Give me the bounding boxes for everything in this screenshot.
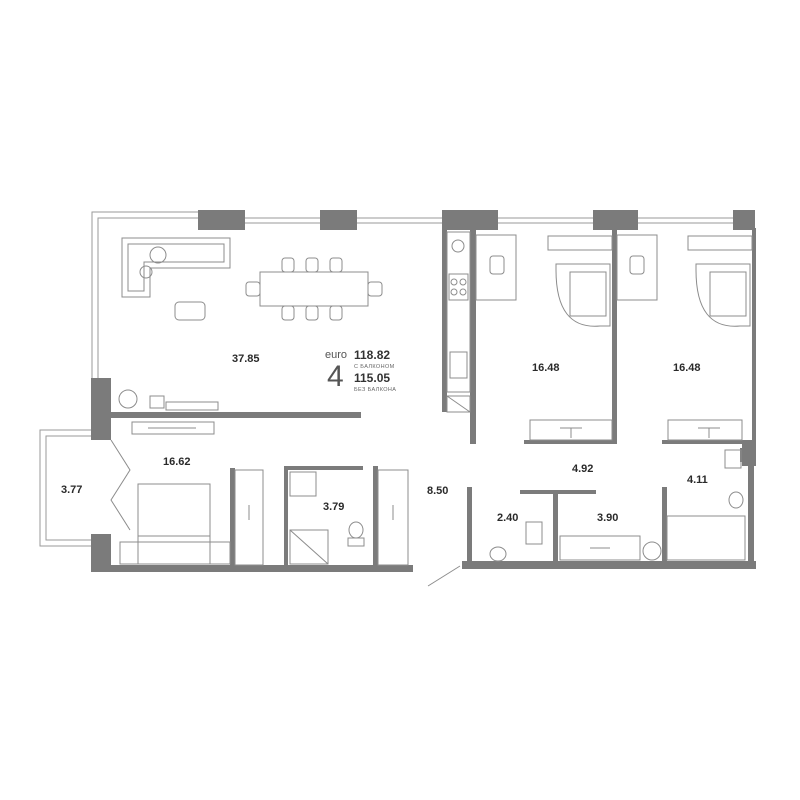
room-labels: 37.85 16.48 16.48 16.62 3.77 3.79 8.50 4… bbox=[61, 353, 708, 524]
area-with-balcony: 118.82 bbox=[354, 348, 390, 362]
area-bedroom-2: 16.48 bbox=[673, 362, 701, 374]
area-storage: 3.90 bbox=[597, 512, 618, 524]
area-bathroom-1: 3.79 bbox=[323, 501, 344, 513]
area-corridor: 4.92 bbox=[572, 463, 593, 475]
without-balcony-label: БЕЗ БАЛКОНА bbox=[354, 387, 396, 393]
furniture bbox=[110, 231, 753, 587]
brand-label: euro bbox=[325, 349, 347, 361]
with-balcony-label: С БАЛКОНОМ bbox=[354, 364, 395, 370]
walls bbox=[91, 210, 756, 572]
area-without-balcony: 115.05 bbox=[354, 371, 390, 385]
area-balcony: 3.77 bbox=[61, 484, 82, 496]
area-hallway: 8.50 bbox=[427, 485, 448, 497]
room-count: 4 bbox=[327, 360, 344, 393]
apartment-summary: euro 4 118.82 С БАЛКОНОМ 115.05 БЕЗ БАЛК… bbox=[325, 348, 396, 393]
area-living-kitchen: 37.85 bbox=[232, 353, 260, 365]
area-bedroom-1: 16.48 bbox=[532, 362, 560, 374]
area-bathroom-2: 4.11 bbox=[687, 474, 708, 486]
area-master-bedroom: 16.62 bbox=[163, 456, 191, 468]
area-wc: 2.40 bbox=[497, 512, 518, 524]
thin-outlines bbox=[39, 211, 733, 547]
